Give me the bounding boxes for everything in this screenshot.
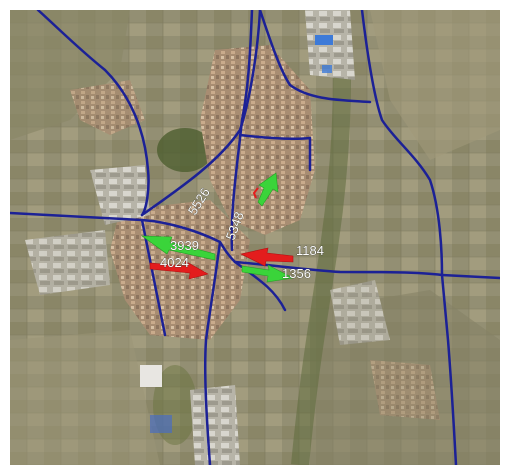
road-far-east <box>440 273 500 280</box>
pool-building <box>140 365 162 387</box>
arrow-green-west <box>141 235 216 261</box>
road-southwest <box>140 218 167 337</box>
highway-east <box>360 10 458 465</box>
arrow-red-west <box>149 260 209 280</box>
flow-label-4024: 4024 <box>160 255 189 270</box>
road-northwest <box>36 10 150 217</box>
road-northeast <box>258 10 372 104</box>
urban-layer <box>25 10 440 465</box>
map-frame: 5526 5348 3939 4024 1184 1356 <box>10 10 500 465</box>
flow-label-3939: 3939 <box>170 238 199 253</box>
arrow-red-north <box>252 187 259 199</box>
road-south <box>203 240 222 465</box>
arrow-green-east <box>241 264 294 283</box>
road-north-spur <box>230 10 254 252</box>
satellite-map[interactable]: 5526 5348 3939 4024 1184 1356 <box>10 10 500 465</box>
flow-arrows <box>141 172 294 283</box>
road-ring <box>238 133 312 172</box>
flow-label-1184: 1184 <box>296 243 324 258</box>
road-southeast <box>233 260 287 312</box>
road-west <box>10 211 237 264</box>
blue-roof <box>315 35 333 45</box>
flow-label-1356: 1356 <box>282 266 311 281</box>
arrow-green-north <box>257 172 279 207</box>
arrow-red-east <box>240 247 294 267</box>
